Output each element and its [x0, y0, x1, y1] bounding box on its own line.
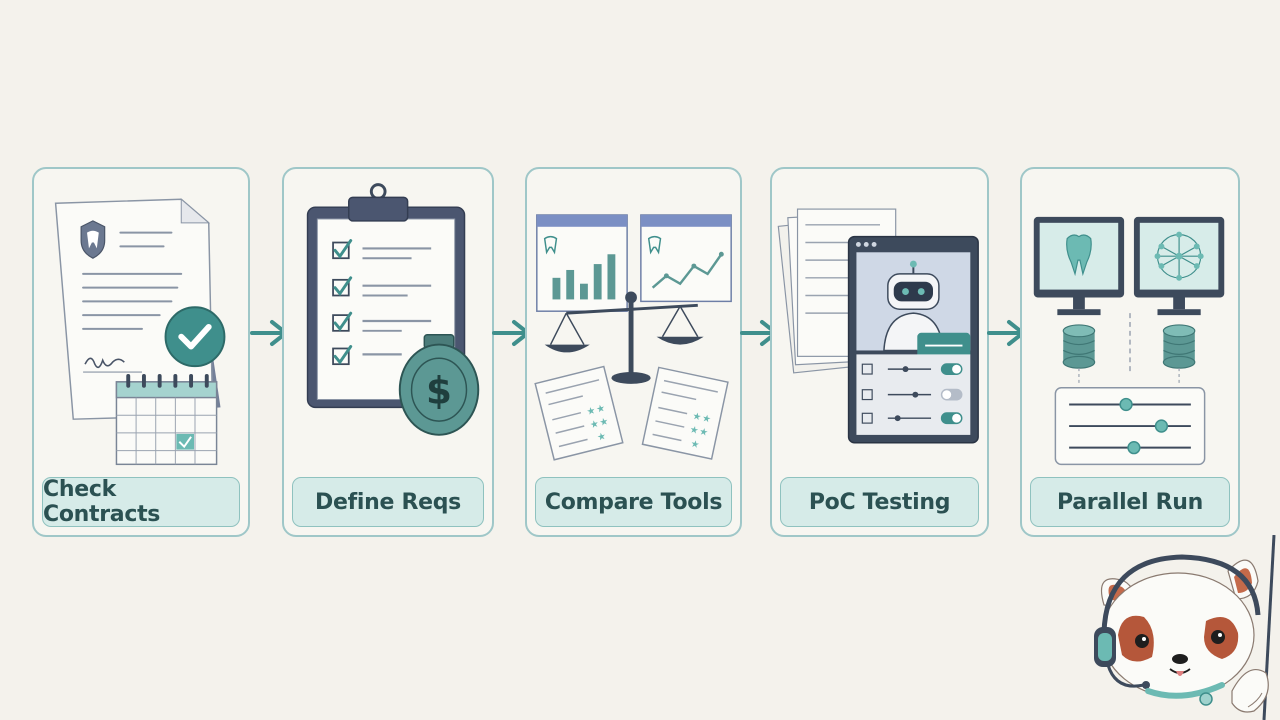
- monitor-tooth-icon: [1033, 216, 1125, 316]
- step-label: PoC Testing: [780, 477, 979, 527]
- panda-paw: [1231, 669, 1269, 713]
- collar: [1145, 682, 1225, 706]
- clipboard-illustration: $: [306, 183, 480, 436]
- step-check-contracts: Check Contracts: [32, 167, 250, 537]
- svg-text:★: ★: [689, 424, 700, 437]
- rating-sheet-left: ★★ ★★ ★: [534, 365, 624, 461]
- svg-text:★: ★: [595, 403, 606, 416]
- clipboard-clip: [348, 183, 409, 222]
- step-label: Define Reqs: [292, 477, 484, 527]
- parallel-run-illustration: [1033, 216, 1225, 466]
- step-label: Compare Tools: [535, 477, 732, 527]
- svg-text:★: ★: [701, 413, 712, 426]
- svg-text:★: ★: [589, 418, 600, 431]
- app-window: [847, 235, 979, 444]
- slider-panel: [1054, 387, 1206, 466]
- svg-text:★: ★: [586, 405, 597, 418]
- settings-toggles: [861, 363, 963, 425]
- svg-text:★: ★: [598, 416, 609, 429]
- step-define-reqs: $ Define Reqs: [282, 167, 494, 537]
- poc-illustration: [777, 208, 979, 444]
- svg-text:★: ★: [596, 431, 607, 444]
- svg-text:★: ★: [690, 439, 701, 452]
- step-label: Check Contracts: [42, 477, 240, 527]
- compare-illustration: ★★ ★★ ★ ★★ ★★ ★: [534, 214, 732, 461]
- step-compare-tools: ★★ ★★ ★ ★★ ★★ ★ Compare Tools: [525, 167, 742, 537]
- contract-illustration: [54, 198, 226, 466]
- check-circle-icon: [164, 306, 226, 368]
- rating-sheet-right: ★★ ★★ ★: [641, 366, 729, 460]
- headset-icon: [1094, 554, 1261, 689]
- monitor-network-icon: [1133, 216, 1225, 316]
- money-bag-icon: $: [398, 334, 480, 436]
- database-icon: [1162, 324, 1196, 369]
- step-poc-testing: PoC Testing: [770, 167, 989, 537]
- chart-window-line: [640, 214, 732, 303]
- step-parallel-run: Parallel Run: [1020, 167, 1240, 537]
- svg-text:★: ★: [698, 426, 709, 439]
- scale-icon: [544, 291, 704, 384]
- svg-text:★: ★: [691, 411, 702, 424]
- step-label: Parallel Run: [1030, 477, 1230, 527]
- chart-window-bar: [536, 214, 628, 312]
- calendar-icon: [115, 374, 218, 466]
- red-panda-mascot: [1094, 535, 1276, 720]
- database-icon: [1062, 324, 1096, 369]
- shield-tooth-icon: [80, 220, 106, 259]
- checkbox-list: [332, 239, 432, 366]
- svg-text:$: $: [426, 368, 452, 412]
